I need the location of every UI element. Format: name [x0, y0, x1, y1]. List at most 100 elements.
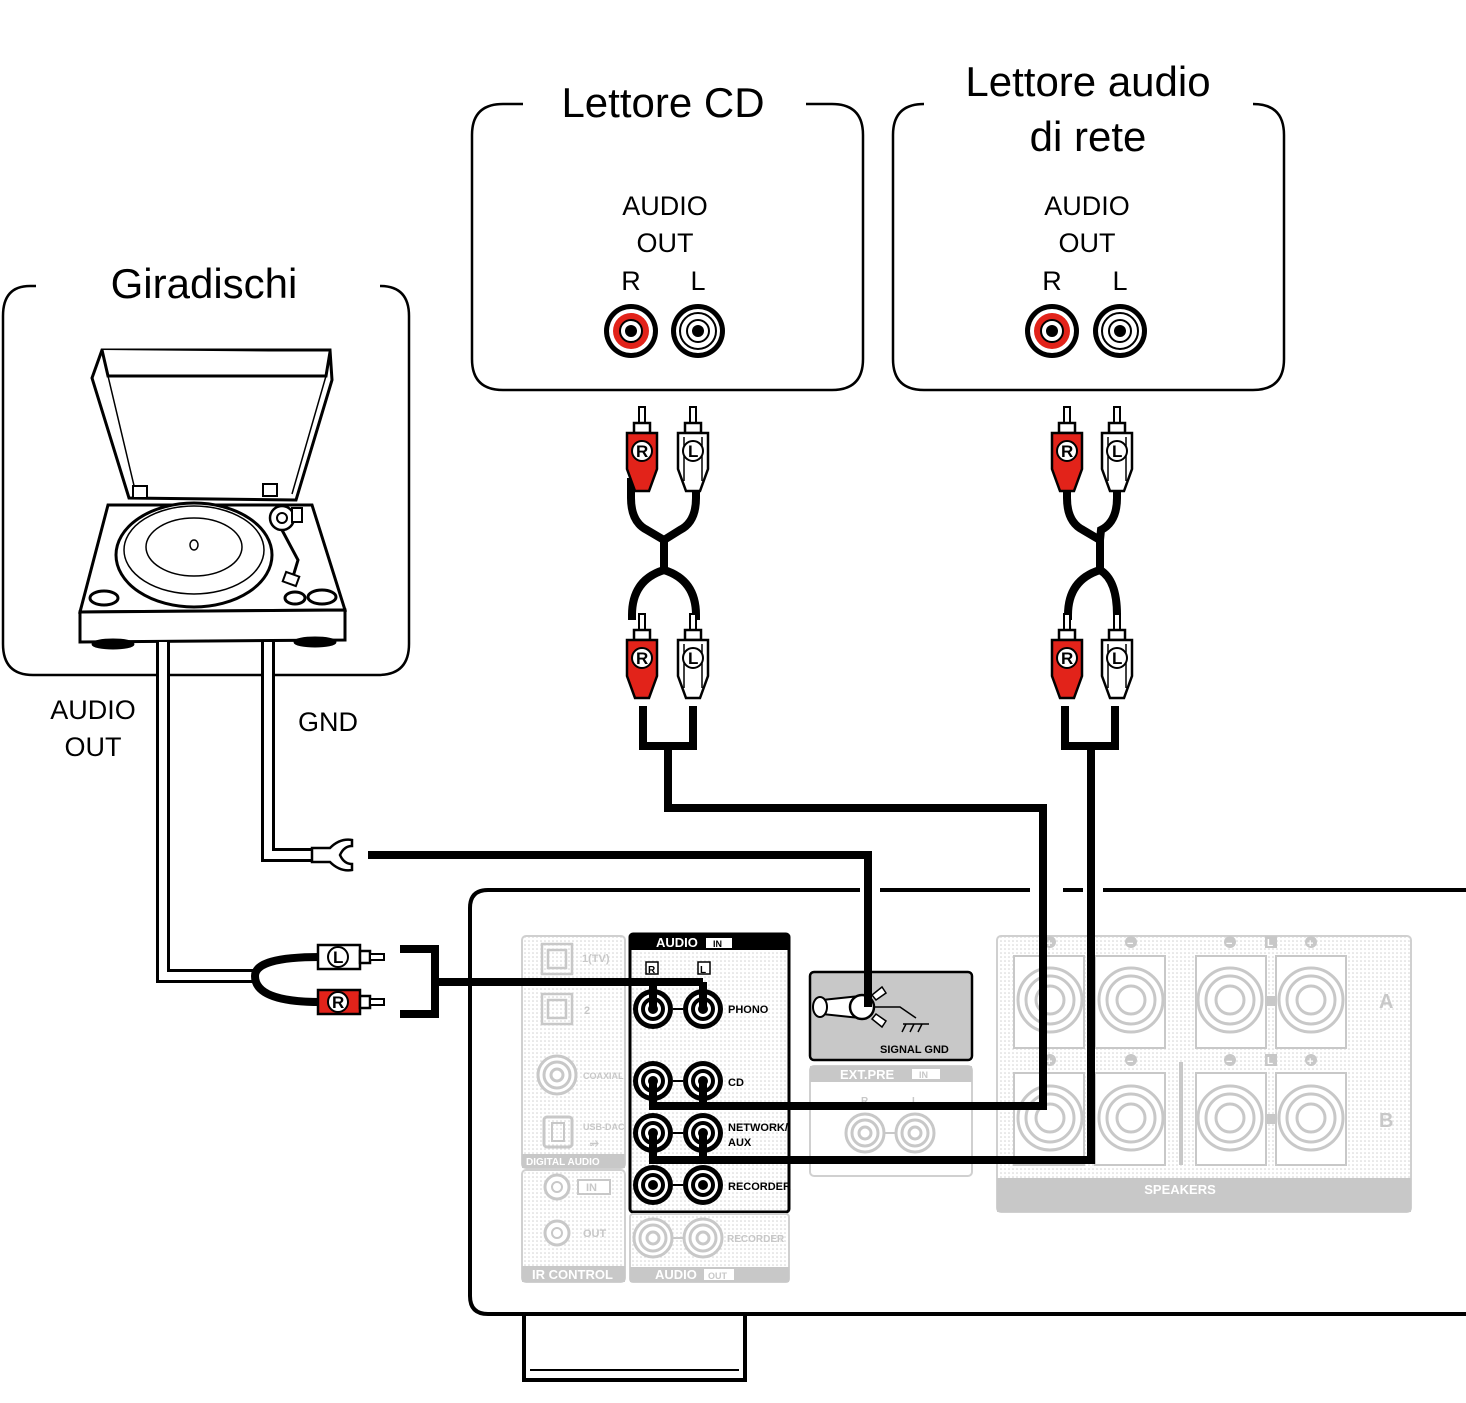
speaker-b-label: B — [1379, 1110, 1393, 1132]
turntable-audio-out-line1: AUDIO — [50, 695, 136, 725]
audio-in-header: AUDIO — [656, 935, 698, 950]
speaker-b-l-minus-sign: − — [1226, 1056, 1232, 1068]
digital-2-label: 2 — [584, 1005, 590, 1017]
digital-audio-label: DIGITAL AUDIO — [526, 1157, 600, 1168]
turntable-gnd-label: GND — [298, 707, 358, 737]
audio-out-badge: OUT — [708, 1271, 728, 1281]
network-plug-bottom-r: R — [1061, 649, 1073, 668]
audio-out-header: AUDIO — [655, 1267, 697, 1282]
network-plug-top-l: L — [1112, 442, 1122, 461]
ext-pre-l-jack — [894, 1112, 936, 1154]
network-in-label-line1: NETWORK/ — [728, 1122, 788, 1134]
usb-dac-label: USB-DAC — [583, 1122, 625, 1132]
cd-player-device: Lettore CD AUDIO OUT R L — [470, 79, 865, 392]
ext-pre-r-label: R — [861, 1096, 869, 1107]
speaker-b-l-label: L — [1267, 1056, 1273, 1067]
cd-out-label: OUT — [637, 228, 694, 258]
network-plug-bottom-l: L — [1112, 649, 1122, 668]
amplifier-rear-panel: 1(TV) 2 COAXIAL USB-DAC ⭌ DIGITAL AUDIO … — [468, 888, 1466, 1382]
speaker-b-r-plus-sign: + — [1046, 1056, 1052, 1068]
digital-audio-in-block: 1(TV) 2 COAXIAL USB-DAC ⭌ DIGITAL AUDIO — [521, 935, 626, 1169]
speaker-b-l-plus-sign: + — [1307, 1056, 1313, 1068]
phono-label: PHONO — [728, 1004, 769, 1016]
ext-pre-r-jack — [844, 1112, 886, 1154]
recorder-out-r-jack — [632, 1217, 674, 1259]
speaker-a-label: A — [1379, 991, 1393, 1013]
network-l-label: L — [1112, 266, 1127, 296]
network-out-l-jack — [1092, 303, 1148, 359]
turntable-icon — [78, 348, 348, 650]
network-audio-label: AUDIO — [1044, 191, 1130, 221]
cd-l-label: L — [690, 266, 705, 296]
turntable-title: Giradischi — [111, 260, 298, 307]
network-plugs-bottom: R L — [1050, 612, 1134, 700]
network-plugs-top: R L — [1050, 405, 1134, 493]
cd-plugs-bottom: R L — [625, 612, 710, 700]
speaker-a-l-plus — [1277, 966, 1345, 1034]
turntable-audio-cable — [156, 642, 255, 983]
coaxial-label: COAXIAL — [583, 1071, 624, 1081]
recorder-in-label: RECORDER — [728, 1181, 791, 1193]
ext-pre-l-label: L — [912, 1096, 918, 1107]
turntable-plugs: L R — [316, 943, 385, 1016]
network-cable — [1063, 478, 1104, 620]
speaker-b-r-minus-sign: − — [1127, 1056, 1133, 1068]
cd-plugs-top: R L — [625, 405, 710, 493]
turntable-plug-l: L — [333, 948, 343, 967]
cd-out-r-jack — [603, 303, 659, 359]
speaker-b-r-minus — [1097, 1084, 1165, 1152]
audio-in-l-label: L — [700, 965, 706, 976]
speaker-a-l-minus — [1196, 966, 1264, 1034]
network-player-title-line1: Lettore audio — [965, 58, 1210, 105]
audio-out-block: RECORDER AUDIO OUT — [629, 1213, 790, 1283]
speaker-a-r-minus — [1097, 966, 1165, 1034]
network-player-device: Lettore audio di rete AUDIO OUT R L — [891, 58, 1286, 392]
network-plug-top-r: R — [1061, 442, 1073, 461]
speaker-b-l-plus — [1277, 1084, 1345, 1152]
ext-pre-block: EXT.PRE IN R L — [809, 1065, 973, 1177]
speaker-a-l-label: L — [1267, 938, 1273, 949]
audio-in-block: AUDIO IN R L PHONO CD NETWORK/ AUX RECOR… — [628, 932, 791, 1214]
network-r-label: R — [1042, 266, 1062, 296]
phono-cable — [400, 945, 707, 1018]
turntable-audio-out-line2: OUT — [65, 732, 122, 762]
recorder-in-r-jack — [633, 1165, 673, 1205]
speaker-a-r-minus-sign: − — [1127, 938, 1133, 950]
ir-control-label: IR CONTROL — [532, 1267, 613, 1282]
ext-pre-badge: IN — [919, 1070, 928, 1080]
speaker-a-r-plus — [1016, 966, 1084, 1034]
speakers-label: SPEAKERS — [1144, 1182, 1216, 1197]
audio-in-r-label: R — [648, 965, 656, 976]
network-player-title-line2: di rete — [1030, 113, 1147, 160]
speaker-a-l-plus-sign: + — [1307, 938, 1313, 950]
speaker-a-l-minus-sign: − — [1226, 938, 1232, 950]
ir-out-label: OUT — [583, 1228, 607, 1240]
speakers-block: + − − L + + − − L + A B SPEAKERS — [996, 935, 1412, 1213]
cables — [156, 478, 1121, 1164]
usb-icon: ⭌ — [589, 1137, 599, 1149]
digital-1-label: 1(TV) — [582, 953, 610, 965]
audio-in-badge: IN — [713, 939, 722, 949]
cd-plug-top-r: R — [636, 442, 648, 461]
cd-player-title: Lettore CD — [561, 79, 764, 126]
speaker-b-r-plus — [1016, 1084, 1084, 1152]
cd-out-l-jack — [670, 303, 726, 359]
cd-audio-label: AUDIO — [622, 191, 708, 221]
network-out-label: OUT — [1059, 228, 1116, 258]
ir-in-label: IN — [586, 1182, 597, 1194]
ext-pre-label: EXT.PRE — [840, 1067, 895, 1082]
network-out-r-jack — [1024, 303, 1080, 359]
cd-plug-top-l: L — [688, 442, 698, 461]
recorder-out-l-jack — [682, 1217, 724, 1259]
signal-gnd-label: SIGNAL GND — [880, 1044, 949, 1056]
coaxial-jack — [536, 1054, 578, 1096]
recorder-in-l-jack — [683, 1165, 723, 1205]
network-in-label-line2: AUX — [728, 1137, 752, 1149]
cd-in-label: CD — [728, 1077, 744, 1089]
turntable-device: Giradischi — [1, 260, 411, 762]
ir-control-block: IN OUT IR CONTROL — [521, 1169, 626, 1283]
turntable-plug-r: R — [332, 993, 344, 1012]
cd-plug-bottom-r: R — [636, 649, 648, 668]
cd-plug-bottom-l: L — [688, 649, 698, 668]
